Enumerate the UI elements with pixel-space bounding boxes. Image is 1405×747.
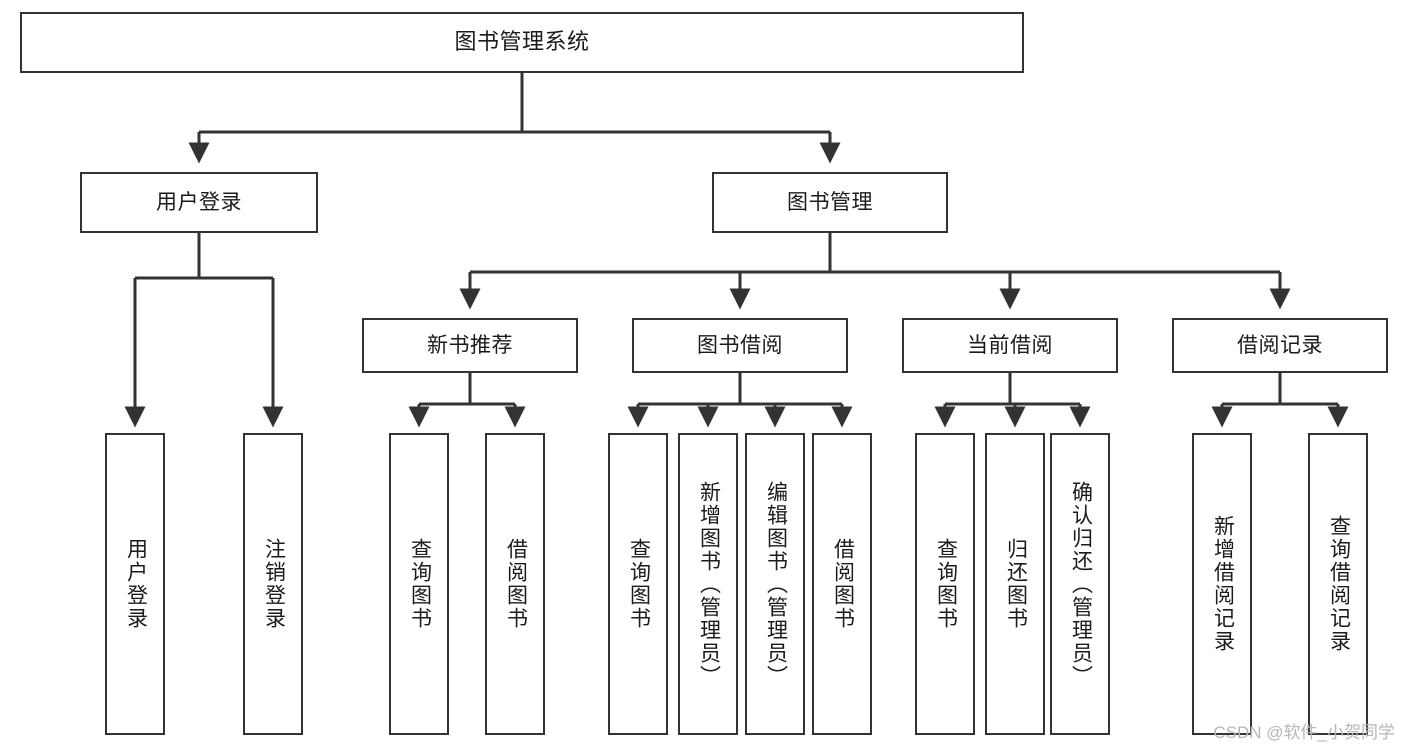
node-label: 借阅记录	[1237, 333, 1323, 357]
node-current-borrow[interactable]: 当前借阅	[902, 318, 1118, 373]
node-root-book-management-system[interactable]: 图书管理系统	[20, 12, 1024, 73]
node-label: 借阅图书	[831, 538, 855, 630]
node-label: 查询图书	[408, 538, 432, 630]
node-label: 用户登录	[124, 538, 148, 630]
leaf-current-borrow-return-book[interactable]: 归还图书	[985, 433, 1045, 735]
node-label: 图书管理	[787, 190, 873, 214]
leaf-user-login-signin[interactable]: 用户登录	[105, 433, 165, 735]
node-label: 注销登录	[262, 538, 286, 630]
leaf-book-borrow-add-book-admin[interactable]: 新增图书（管理员）	[678, 433, 738, 735]
node-label: 新增借阅记录	[1211, 515, 1235, 653]
leaf-book-borrow-borrow-book[interactable]: 借阅图书	[812, 433, 872, 735]
node-label: 借阅图书	[504, 538, 528, 630]
leaf-new-book-query-book[interactable]: 查询图书	[389, 433, 449, 735]
leaf-borrow-record-query-record[interactable]: 查询借阅记录	[1308, 433, 1368, 735]
node-label: 图书管理系统	[454, 29, 590, 55]
leaf-book-borrow-query-book[interactable]: 查询图书	[608, 433, 668, 735]
node-label: 查询图书	[627, 538, 651, 630]
leaf-user-login-signout[interactable]: 注销登录	[243, 433, 303, 735]
node-book-management[interactable]: 图书管理	[712, 172, 948, 233]
leaf-borrow-record-add-record[interactable]: 新增借阅记录	[1192, 433, 1252, 735]
node-label: 查询图书	[934, 538, 958, 630]
node-label: 用户登录	[156, 190, 242, 214]
node-user-login[interactable]: 用户登录	[80, 172, 318, 233]
leaf-new-book-borrow-book[interactable]: 借阅图书	[485, 433, 545, 735]
node-label: 确认归还（管理员）	[1069, 480, 1093, 688]
node-label: 图书借阅	[697, 333, 783, 357]
node-borrow-record[interactable]: 借阅记录	[1172, 318, 1388, 373]
node-label: 新书推荐	[427, 333, 513, 357]
leaf-book-borrow-edit-book-admin[interactable]: 编辑图书（管理员）	[745, 433, 805, 735]
node-book-borrow[interactable]: 图书借阅	[632, 318, 848, 373]
leaf-current-borrow-query-book[interactable]: 查询图书	[915, 433, 975, 735]
node-label: 归还图书	[1004, 538, 1028, 630]
node-label: 新增图书（管理员）	[697, 480, 721, 688]
node-label: 编辑图书（管理员）	[764, 480, 788, 688]
csdn-watermark: CSDN @软件_小贺同学	[1213, 723, 1395, 742]
node-label: 查询借阅记录	[1327, 515, 1351, 653]
leaf-current-borrow-confirm-return-admin[interactable]: 确认归还（管理员）	[1050, 433, 1110, 735]
node-new-book-recommend[interactable]: 新书推荐	[362, 318, 578, 373]
node-label: 当前借阅	[967, 333, 1053, 357]
